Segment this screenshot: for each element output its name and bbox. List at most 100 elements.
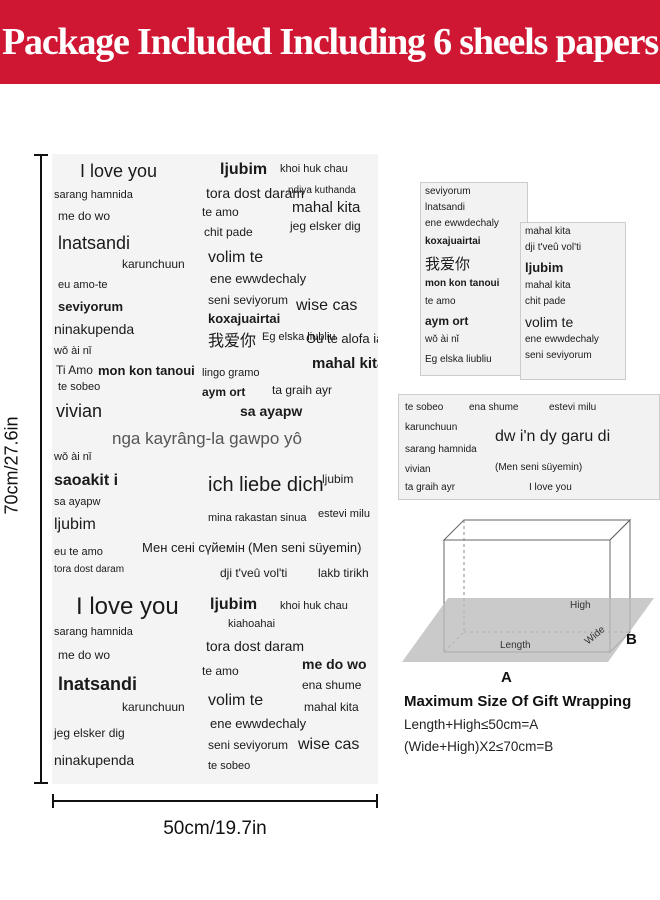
- pattern-word: lnatsandi: [58, 674, 138, 694]
- pattern-word: dw i'n dy garu di: [495, 428, 611, 445]
- pattern-word: (Men seni süyemin): [495, 462, 583, 473]
- pattern-word: ljubim: [220, 161, 268, 178]
- pattern-word: sa ayapw: [54, 496, 101, 508]
- pattern-word: wǒ ài nǐ: [425, 334, 459, 345]
- pattern-word: estevi milu: [549, 402, 597, 413]
- pattern-word: te amo: [202, 205, 239, 219]
- pattern-word: ninakupenda: [54, 752, 135, 768]
- pattern-word: tora dost daram: [206, 638, 305, 654]
- pattern-word: jeg elsker dig: [290, 219, 361, 233]
- pattern-word: ich liebe dich: [208, 474, 324, 496]
- wrapping-paper-sheet: I love you ljubim khoi huk chau sarang h…: [52, 154, 378, 784]
- height-label: 70cm/27.6in: [1, 416, 22, 515]
- pattern-word: ene ewwdechaly: [425, 218, 499, 229]
- size-rule-a: Length+High≤50cm=A: [404, 717, 539, 732]
- pattern-word: me do wo: [302, 656, 367, 672]
- pattern-word: karunchuun: [122, 257, 185, 271]
- pattern-word: koxajuairtai: [425, 236, 481, 247]
- pattern-word: ta graih ayr: [272, 383, 333, 397]
- width-dimension-line: [52, 800, 378, 802]
- pattern-word: seni seviyorum: [208, 738, 289, 752]
- pattern-word: Eg elska liubliu: [425, 354, 492, 365]
- length-label: Length: [500, 640, 531, 651]
- pattern-word: mahal kita: [312, 355, 378, 372]
- pattern-word: eu amo-te: [58, 279, 108, 291]
- pattern-word: ljubim: [54, 516, 96, 533]
- pattern-word: eu te amo: [54, 546, 103, 558]
- pattern-word: ene ewwdechaly: [210, 271, 307, 286]
- pattern-word: Eg elska liubliu: [262, 331, 336, 343]
- pattern-word: wǒ ài nǐ: [54, 451, 92, 463]
- pattern-word: ninakupenda: [54, 321, 135, 337]
- pattern-word: chit pade: [525, 296, 566, 307]
- pattern-word: dji t'veû vol'ti: [220, 566, 288, 580]
- pattern-word: mahal kita: [304, 700, 359, 714]
- pattern-word: estevi milu: [318, 508, 370, 520]
- pattern-word: wise cas: [298, 736, 360, 753]
- pattern-word: me do wo: [58, 209, 111, 223]
- pattern-word: lnatsandi: [58, 233, 131, 253]
- pattern-word: vivian: [56, 401, 103, 421]
- gift-box-small: mahal kita dji t'veû vol'ti ljubim mahal…: [520, 222, 626, 380]
- pattern-word: saoakit i: [54, 472, 119, 489]
- box-size-diagram: High Length Wide A B: [400, 510, 660, 686]
- pattern-word: lingo gramo: [202, 367, 260, 379]
- pattern-word: jeg elsker dig: [54, 726, 125, 740]
- pattern-word: lnatsandi: [425, 202, 466, 213]
- pattern-word: 我爱你: [208, 333, 257, 350]
- pattern-word: te sobeo: [405, 402, 444, 413]
- pattern-word: I love you: [529, 482, 572, 493]
- pattern-word: sarang hamnida: [54, 189, 133, 201]
- pattern-word: 我爱你: [425, 256, 471, 273]
- pattern-word: ljubim: [210, 596, 258, 613]
- paper-pattern-tile: I love you ljubim khoi huk chau sarang h…: [52, 154, 378, 469]
- wrapped-gift-boxes: seviyorum lnatsandi ene ewwdechaly koxaj…: [398, 178, 660, 508]
- box-diagram-svg: High Length Wide A B: [402, 518, 654, 686]
- gift-box-flat: te sobeo ena shume estevi milu karunchuu…: [398, 394, 660, 500]
- pattern-word: tora dost daram: [206, 185, 305, 201]
- pattern-word: Мен сені сүйемін: [142, 540, 245, 555]
- pattern-word: te amo: [202, 664, 239, 678]
- banner-title: Package Included Including 6 sheels pape…: [2, 21, 659, 63]
- pattern-word: ena shume: [302, 678, 362, 692]
- pattern-word: I love you: [80, 161, 158, 181]
- pattern-word: volim te: [525, 314, 574, 330]
- pattern-word: lakb tirikh: [318, 566, 369, 580]
- height-dimension-line: [40, 154, 42, 784]
- pattern-word: Ti Amo: [56, 363, 93, 377]
- pattern-word: vivian: [405, 464, 431, 475]
- pattern-word: seni seviyorum: [525, 350, 592, 361]
- pattern-word: ene ewwdechaly: [525, 334, 599, 345]
- width-label: 50cm/19.7in: [163, 818, 267, 839]
- pattern-word: I love you: [76, 593, 179, 620]
- pattern-word: ndiya kuthanda: [288, 185, 356, 196]
- pattern-word: ena shume: [469, 402, 519, 413]
- pattern-word: khoi huk chau: [280, 600, 348, 612]
- pattern-word: chit pade: [204, 225, 253, 239]
- pattern-word: seviyorum: [58, 299, 124, 314]
- pattern-word: Ou te alofa ia te: [306, 331, 378, 346]
- pattern-word: volim te: [208, 249, 264, 266]
- box-top-edge: [442, 519, 632, 541]
- pattern-word: mahal kita: [525, 226, 571, 237]
- pattern-word: te sobeo: [58, 381, 101, 393]
- pattern-word: te amo: [425, 296, 456, 307]
- pattern-word: ljubim: [525, 260, 564, 275]
- pattern-word: koxajuairtai: [208, 311, 281, 326]
- pattern-word: kiahoahai: [228, 618, 276, 630]
- size-rule-b: (Wide+High)X2≤70cm=B: [404, 739, 554, 754]
- pattern-word: mon kon tanoui: [98, 363, 195, 378]
- pattern-word: ljubim: [322, 472, 354, 486]
- pattern-word: (Men seni süyemin): [248, 540, 362, 555]
- pattern-word: wise cas: [296, 297, 358, 314]
- height-dimension-tick: [34, 154, 48, 156]
- pattern-word: mina rakastan sinua: [208, 512, 307, 524]
- header-banner: Package Included Including 6 sheels pape…: [0, 0, 660, 84]
- pattern-word: wǒ ài nǐ: [54, 345, 92, 357]
- gift-box-tall: seviyorum lnatsandi ene ewwdechaly koxaj…: [420, 182, 528, 376]
- pattern-word: seni seviyorum: [208, 293, 289, 307]
- paper-pattern-tile: saoakit i ich liebe dich ljubim sa ayapw…: [52, 469, 378, 784]
- pattern-word: tora dost daram: [54, 564, 125, 575]
- pattern-word: dji t'veû vol'ti: [525, 242, 582, 253]
- pattern-word: nga kayrâng-la gawpo yô: [112, 429, 302, 448]
